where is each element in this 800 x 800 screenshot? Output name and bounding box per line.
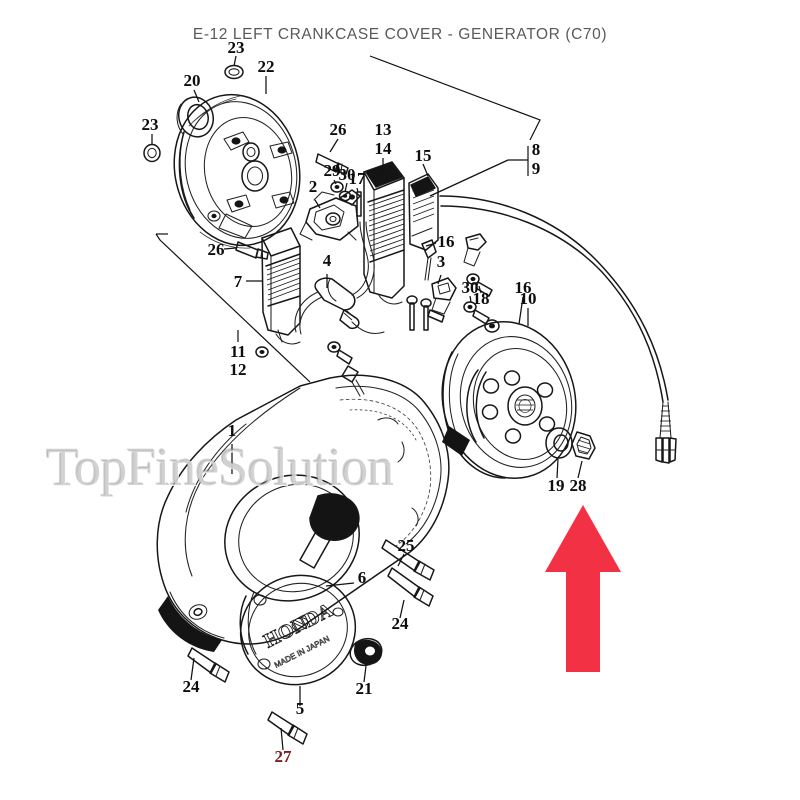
terminal-16-part (421, 239, 437, 281)
callout-26-lower: 26 (208, 240, 225, 259)
callout-14: 14 (375, 139, 393, 158)
grommet-part (349, 637, 383, 667)
callout-20: 20 (184, 71, 201, 90)
callout-9: 9 (532, 159, 541, 178)
callout-16-terminal: 16 (438, 232, 455, 251)
oil-seal-part (176, 96, 214, 138)
loose-fasteners (255, 295, 500, 397)
callout-3: 3 (437, 252, 446, 271)
callout-16-flywheel: 16 (515, 278, 532, 297)
screw-26-lower-part (235, 241, 269, 260)
callout-24-left: 24 (183, 677, 201, 696)
callout-11: 11 (230, 342, 246, 361)
callout-30-lower: 30 (462, 278, 479, 297)
callout-21: 21 (356, 679, 373, 698)
bolts-24-25-parts (187, 539, 435, 745)
callout-27: 27 (275, 747, 293, 766)
callout-7: 7 (234, 272, 243, 291)
callout-28: 28 (570, 476, 587, 495)
contact-breaker-part (299, 189, 361, 241)
callout-25: 25 (398, 536, 415, 555)
callout-15: 15 (415, 146, 432, 165)
callout-12: 12 (230, 360, 247, 379)
leader-lines (151, 55, 583, 751)
callout-2: 2 (309, 177, 318, 196)
callout-23-lower: 23 (142, 115, 159, 134)
callout-17: 17 (349, 169, 367, 188)
flywheel-rotor-part (441, 320, 577, 480)
callout-6: 6 (358, 568, 367, 587)
callout-8: 8 (532, 140, 541, 159)
condenser-part (294, 221, 385, 335)
condenser-clip-part (431, 233, 493, 325)
callout-18: 18 (473, 289, 490, 308)
callout-29: 29 (324, 161, 341, 180)
rotor-washer-nut-parts (545, 427, 596, 460)
callout-30-upper: 30 (339, 165, 356, 184)
callout-22: 22 (258, 57, 275, 76)
callout-1: 1 (228, 421, 237, 440)
lighting-coil-part (408, 173, 439, 251)
ignition-coil-part (363, 161, 405, 305)
stator-plate-assembly (173, 93, 301, 249)
callout-10: 10 (520, 289, 537, 308)
callout-26-upper: 26 (330, 120, 347, 139)
wire-harness-part (439, 195, 677, 464)
callout-5: 5 (296, 699, 305, 718)
red-arrow-pointer (545, 505, 621, 672)
crankcase-cover-part (156, 374, 450, 652)
point-cover-part: HONDA MADE IN JAPAN (239, 574, 357, 686)
callout-numbers: 1 2 3 4 5 6 7 8 9 10 11 12 13 14 15 16 1… (142, 38, 587, 766)
callout-13: 13 (375, 120, 392, 139)
screw-26-upper-part (315, 153, 349, 175)
exciter-coil-part (261, 227, 301, 345)
callout-4: 4 (323, 251, 332, 270)
callout-19: 19 (548, 476, 565, 495)
callout-24-right: 24 (392, 614, 410, 633)
callout-23-upper: 23 (228, 38, 245, 57)
